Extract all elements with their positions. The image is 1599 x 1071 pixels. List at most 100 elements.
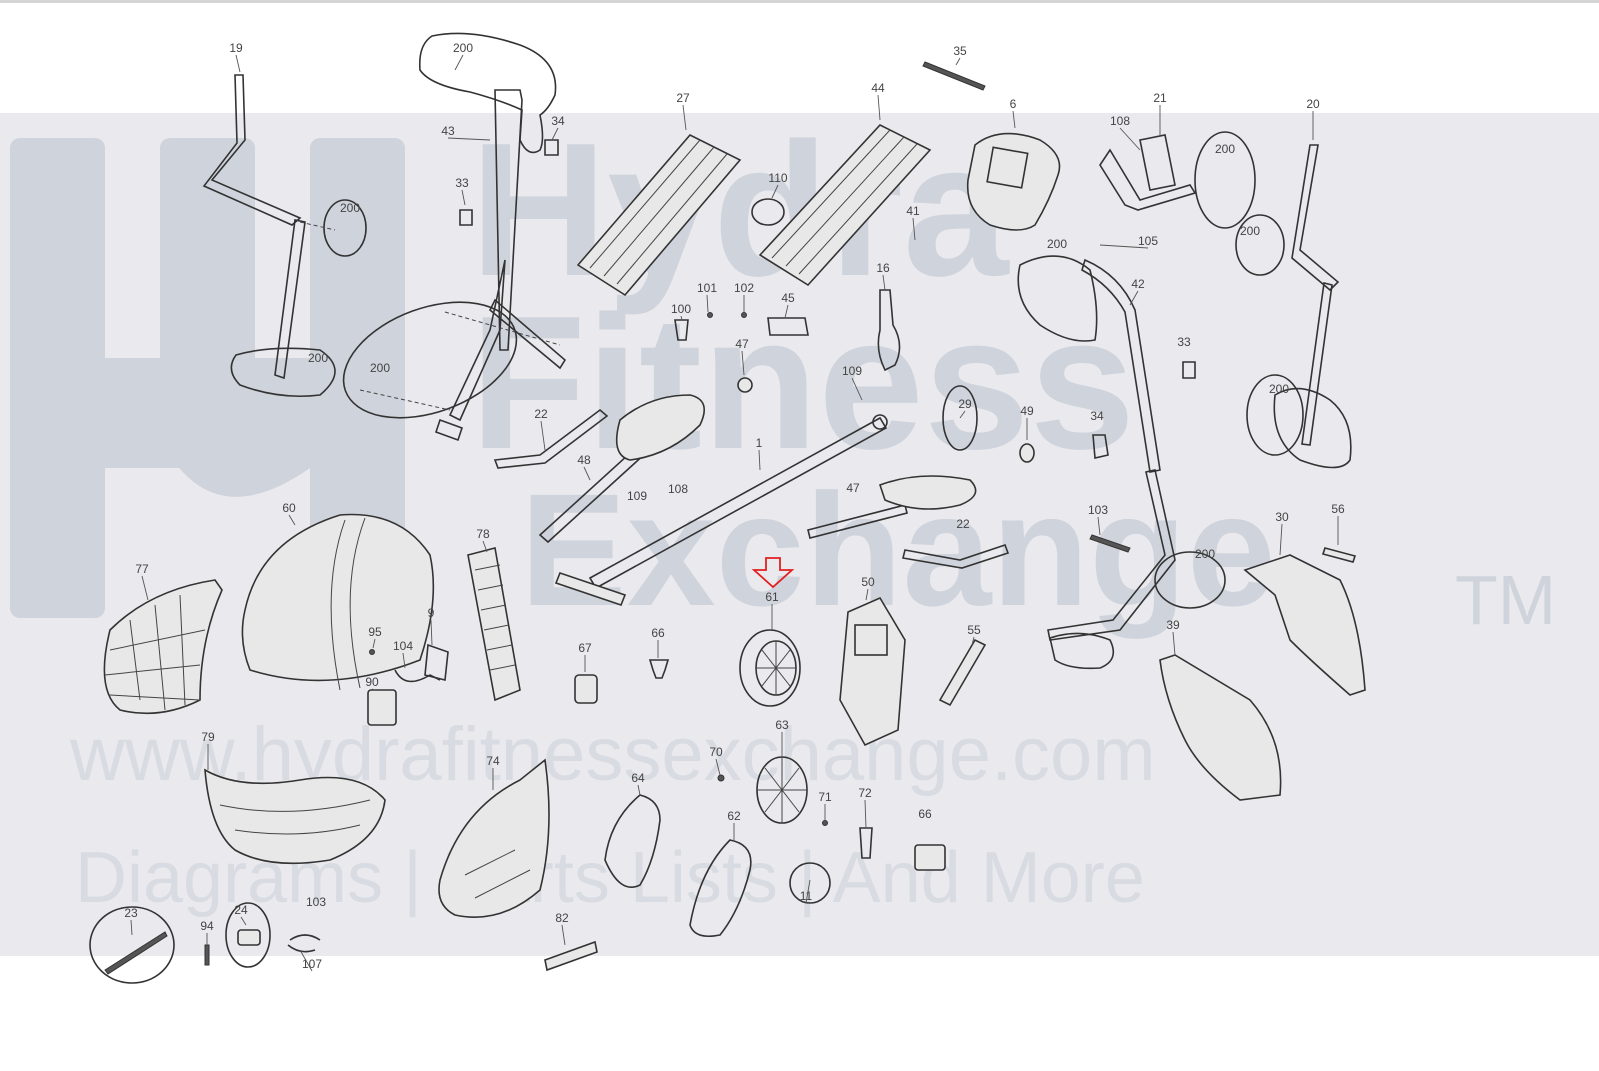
leader-line-22 (540, 420, 546, 451)
part-label-42: 42 (1131, 277, 1145, 291)
part-drawing-107 (287, 934, 321, 953)
part-label-55: 55 (967, 623, 981, 637)
part-label-44: 44 (871, 81, 885, 95)
part-drawing-74 (438, 758, 550, 918)
leader-line-64 (637, 784, 641, 796)
part-label-60: 60 (282, 501, 296, 515)
part-label-62: 62 (727, 809, 741, 823)
part-drawing-1 (554, 414, 888, 607)
part-label-78: 78 (476, 527, 490, 541)
drawings (89, 32, 1366, 984)
part-label-200-repeat-6: 200 (1240, 224, 1260, 238)
part-label-94: 94 (200, 919, 214, 933)
watermark-logo-icon (10, 138, 405, 618)
part-label-77: 77 (135, 562, 149, 576)
part-drawing-20 (1235, 144, 1352, 469)
leader-line-45 (784, 304, 789, 319)
part-drawing-78 (467, 547, 521, 702)
part-label-24: 24 (234, 903, 248, 917)
part-label-22-repeat-1: 22 (956, 517, 970, 531)
part-drawing-60 (241, 513, 435, 682)
leader-line-78 (482, 540, 488, 553)
leader-line-200 (454, 54, 464, 71)
leader-line-34 (551, 127, 559, 141)
leader-line-108 (1119, 127, 1141, 151)
part-drawing-55 (938, 638, 987, 707)
leader-line-35 (955, 57, 961, 66)
part-label-70: 70 (709, 745, 723, 759)
part-label-33: 33 (455, 176, 469, 190)
part-label-9: 9 (428, 606, 435, 620)
part-drawing-21 (1099, 131, 1256, 229)
part-label-43: 43 (441, 124, 455, 138)
part-label-11: 11 (800, 889, 813, 903)
part-label-23: 23 (124, 906, 138, 920)
part-drawing-50 (839, 596, 906, 747)
part-label-64: 64 (631, 771, 645, 785)
watermark-url: www.hydrafitnessexchange.com (70, 712, 1156, 797)
leader-line-16 (882, 274, 886, 291)
part-label-66: 66 (651, 626, 665, 640)
part-drawing-63 (756, 756, 808, 824)
part-label-200-repeat-2: 200 (308, 351, 328, 365)
leader-line-107 (299, 949, 313, 972)
part-label-95: 95 (368, 625, 382, 639)
part-label-50: 50 (861, 575, 875, 589)
part-label-82: 82 (555, 911, 569, 925)
part-label-108: 108 (1110, 114, 1130, 128)
part-drawing-47-small (737, 377, 753, 393)
part-drawing-64 (604, 794, 661, 888)
part-label-200-repeat-8: 200 (1195, 547, 1215, 561)
part-drawing-34 (1092, 434, 1109, 459)
part-label-100: 100 (671, 302, 691, 316)
part-label-79: 79 (201, 730, 215, 744)
leader-line-6 (1012, 110, 1016, 129)
part-drawing-35 (922, 61, 986, 91)
part-label-61: 61 (765, 590, 779, 604)
leader-line-105 (1099, 244, 1149, 249)
leader-line-101 (706, 294, 709, 313)
part-label-39: 39 (1166, 618, 1180, 632)
part-drawing-56 (1321, 547, 1357, 563)
part-label-103: 103 (1088, 503, 1108, 517)
leader-line-27 (682, 104, 687, 131)
part-drawing-43 (342, 32, 567, 442)
part-drawing-47 (807, 475, 977, 539)
part-drawing-6 (966, 132, 1061, 231)
leader-line-55 (971, 636, 975, 646)
leader-line-110 (771, 184, 779, 199)
part-label-33-repeat-1: 33 (1177, 335, 1191, 349)
part-drawing-23 (89, 906, 175, 984)
part-drawing-77 (103, 579, 223, 715)
leader-line-47 (741, 350, 745, 376)
part-drawing-11 (789, 862, 831, 904)
part-drawing-94 (204, 944, 210, 966)
leader-line-72 (864, 799, 867, 829)
part-label-49: 49 (1020, 404, 1034, 418)
part-drawing-44 (758, 124, 932, 287)
part-label-200-repeat-5: 200 (1047, 237, 1067, 251)
part-drawing-22-right (902, 543, 1010, 569)
part-drawing-9 (424, 643, 449, 681)
part-label-66-repeat-1: 66 (918, 807, 932, 821)
part-label-110: 110 (768, 171, 787, 185)
part-label-200-repeat-7: 200 (1269, 382, 1289, 396)
top-border (0, 0, 1599, 3)
part-label-29: 29 (958, 397, 972, 411)
leader-line-30 (1279, 523, 1283, 556)
part-drawing-66 (648, 659, 670, 679)
part-label-6: 6 (1010, 97, 1017, 111)
part-drawing-90 (367, 689, 397, 726)
leader-line-24 (240, 916, 247, 926)
part-label-109: 109 (842, 364, 862, 378)
part-label-35: 35 (953, 44, 967, 58)
part-drawing-110 (751, 198, 785, 226)
part-drawing-19 (202, 74, 367, 398)
part-drawing-30 (1243, 554, 1366, 696)
part-label-200: 200 (453, 41, 473, 55)
part-label-27: 27 (676, 91, 690, 105)
leader-line-82 (561, 924, 566, 946)
